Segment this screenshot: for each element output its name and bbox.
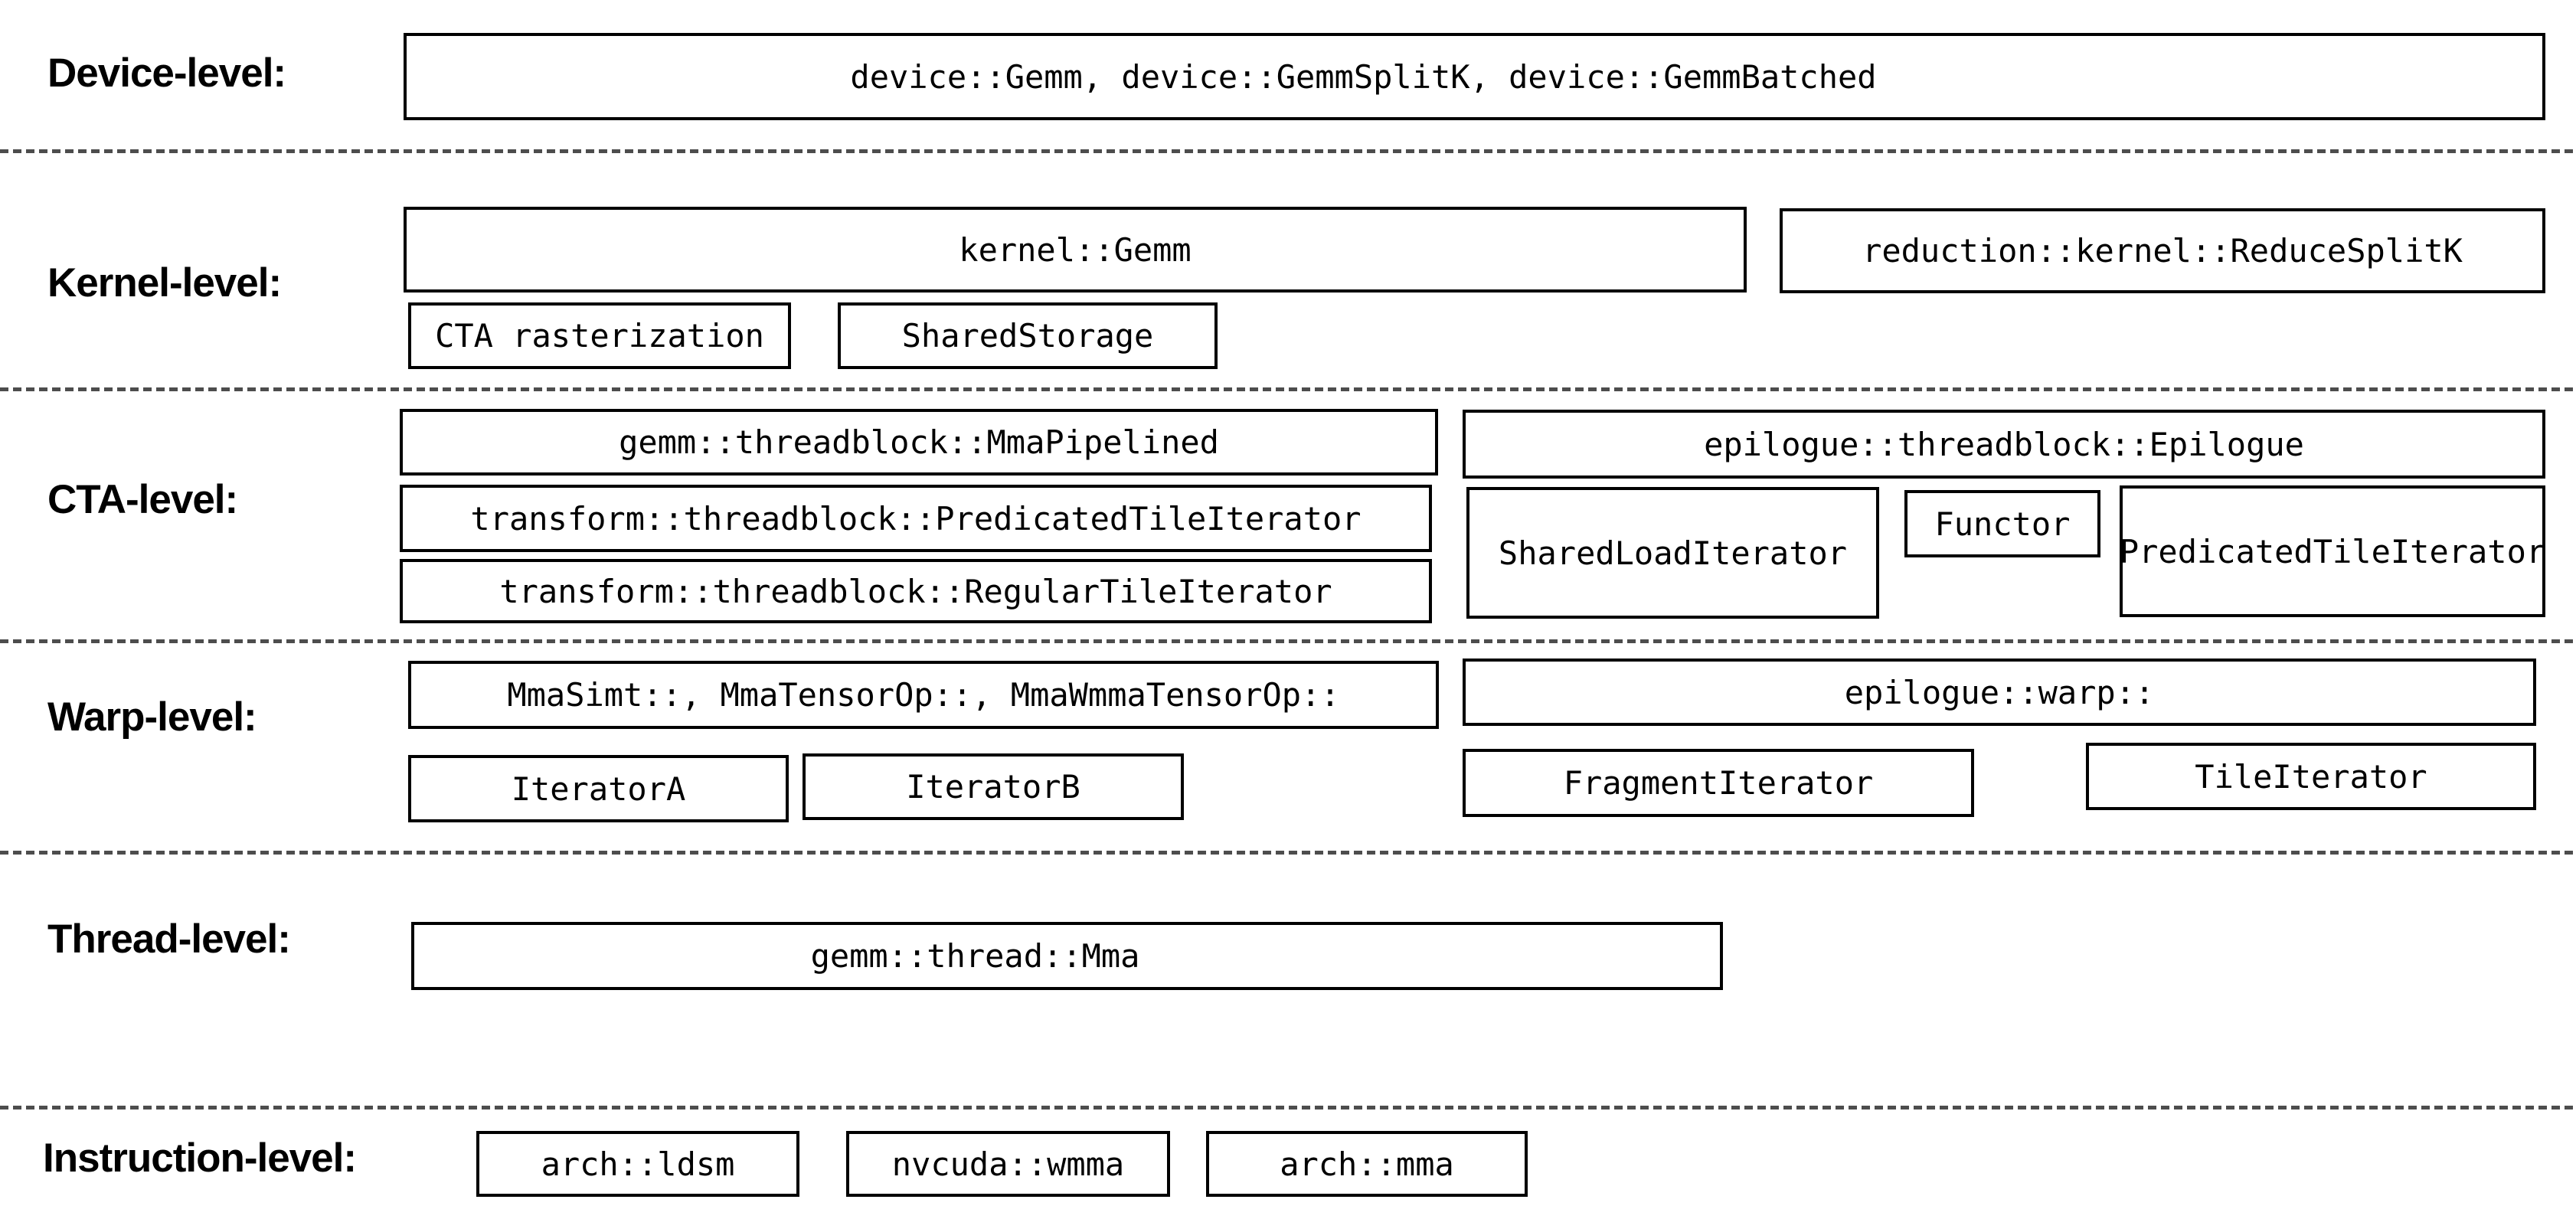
box-epilogue-predicated-tile-iterator: PredicatedTileIterator <box>2120 485 2545 617</box>
level-label-thread: Thread-level: <box>47 917 291 962</box>
box-arch-mma: arch::mma <box>1206 1131 1528 1197</box>
box-iterator-a: IteratorA <box>408 755 789 822</box>
level-label-instruction: Instruction-level: <box>43 1136 357 1181</box>
box-nvcuda-wmma: nvcuda::wmma <box>846 1131 1170 1197</box>
box-tile-iterator: TileIterator <box>2086 743 2536 810</box>
box-shared-storage: SharedStorage <box>838 302 1218 369</box>
box-threadblock-predicated-tile-iterator: transform::threadblock::PredicatedTileIt… <box>400 485 1432 552</box>
box-device-gemm-apis: device::Gemm, device::GemmSplitK, device… <box>404 33 2545 120</box>
box-threadblock-epilogue: epilogue::threadblock::Epilogue <box>1463 410 2545 479</box>
box-cta-rasterization: CTA rasterization <box>408 302 791 369</box>
box-shared-load-iterator: SharedLoadIterator <box>1466 487 1879 619</box>
level-label-cta: CTA-level: <box>47 477 238 522</box>
separator-line <box>0 149 2576 153</box>
level-label-warp: Warp-level: <box>47 694 257 740</box>
box-threadblock-regular-tile-iterator: transform::threadblock::RegularTileItera… <box>400 559 1432 623</box>
box-functor: Functor <box>1904 490 2100 557</box>
box-threadblock-mma-pipelined: gemm::threadblock::MmaPipelined <box>400 409 1438 476</box>
box-thread-mma: gemm::thread::Mma <box>411 922 1723 990</box>
box-arch-ldsm: arch::ldsm <box>476 1131 799 1197</box>
box-iterator-b: IteratorB <box>803 753 1184 820</box>
box-kernel-gemm: kernel::Gemm <box>404 207 1747 292</box>
separator-line <box>0 639 2576 643</box>
level-label-device: Device-level: <box>47 51 286 96</box>
box-reduction-kernel-reducesplitk: reduction::kernel::ReduceSplitK <box>1780 208 2545 293</box>
level-label-kernel: Kernel-level: <box>47 260 282 306</box>
box-epilogue-warp: epilogue::warp:: <box>1463 659 2536 726</box>
separator-line <box>0 851 2576 855</box>
box-warp-mma-variants: MmaSimt::, MmaTensorOp::, MmaWmmaTensorO… <box>408 661 1439 729</box>
box-fragment-iterator: FragmentIterator <box>1463 749 1974 817</box>
separator-line <box>0 387 2576 391</box>
separator-line <box>0 1106 2576 1110</box>
